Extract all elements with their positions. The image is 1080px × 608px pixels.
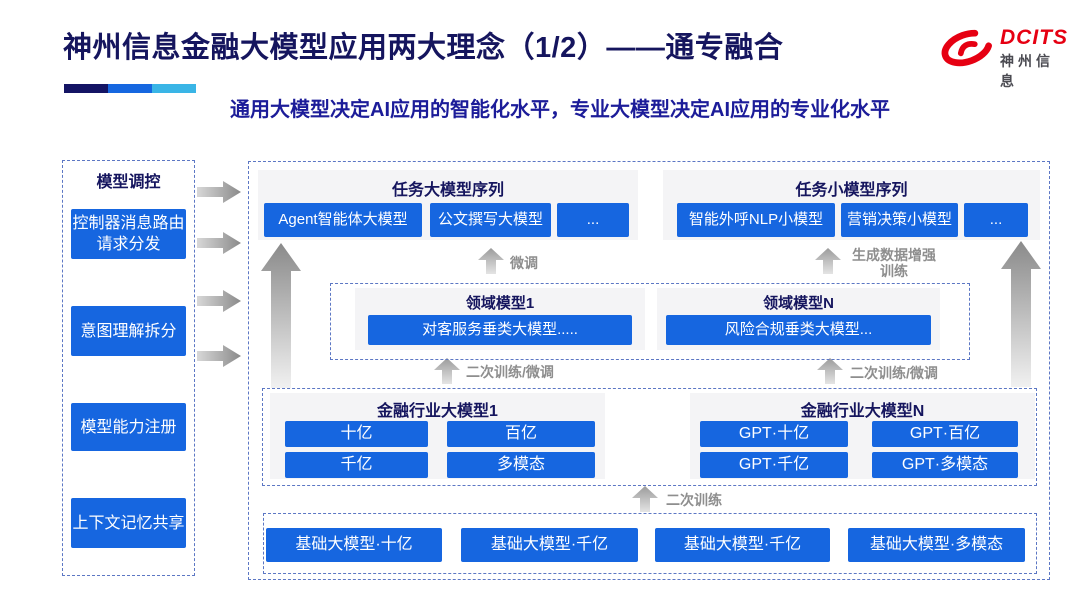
base-model-chip-1b: 基础大模型·十亿 (266, 528, 442, 562)
flow-arrow-right-icon (197, 290, 241, 312)
scale-chip-multimodal: 多模态 (447, 452, 595, 478)
group-title: 领域模型N (763, 295, 834, 312)
flow-arrow-up-icon (434, 358, 460, 384)
model-chip-more: ... (557, 203, 629, 237)
group-title: 金融行业大模型1 (377, 403, 498, 420)
base-models-frame (263, 513, 1037, 574)
flow-arrow-up-icon (478, 248, 504, 274)
group-title: 任务大模型序列 (391, 182, 504, 199)
model-chip-document-writing: 公文撰写大模型 (430, 203, 551, 237)
label-secondary-training-right: 二次训练/微调 (850, 365, 938, 381)
model-chip-customer-service: 对客服务垂类大模型..... (368, 315, 632, 345)
model-chip-agent: Agent智能体大模型 (264, 203, 422, 237)
domain-models-frame (330, 283, 970, 360)
sidebar-title: 模型调控 (96, 174, 161, 191)
dcits-logo: DCITS 神州信息 (938, 20, 1068, 89)
label-secondary-training-left: 二次训练/微调 (466, 364, 554, 380)
scale-chip-10b: 百亿 (447, 421, 595, 447)
model-chip-more: ... (964, 203, 1028, 237)
group-title: 领域模型1 (465, 295, 535, 312)
flow-arrow-right-icon (197, 181, 241, 203)
group-title: 金融行业大模型N (800, 403, 925, 420)
slide-subtitle: 通用大模型决定AI应用的智能化水平，专业大模型决定AI应用的专业化水平 (230, 99, 890, 121)
label-gen-data-training: 生成数据增强训练 (852, 247, 936, 280)
dcits-swirl-icon (941, 29, 993, 67)
model-chip-outbound-nlp: 智能外呼NLP小模型 (677, 203, 835, 237)
scale-chip-1b: 十亿 (285, 421, 428, 447)
industry-models-frame (262, 388, 1037, 486)
model-chip-risk-compliance: 风险合规垂类大模型... (666, 315, 931, 345)
flow-arrow-up-tall-icon (261, 243, 301, 388)
group-domain-model-n: 领域模型N 风险合规垂类大模型... (657, 288, 940, 350)
group-industry-model-1: 金融行业大模型1 十亿 百亿 千亿 多模态 (270, 393, 605, 479)
group-domain-model-1: 领域模型1 对客服务垂类大模型..... (355, 288, 645, 350)
label-secondary-training-bottom: 二次训练 (666, 492, 722, 508)
scale-chip-gpt-1b: GPT·十亿 (700, 421, 848, 447)
sidebar-item-register: 模型能力注册 (71, 403, 186, 451)
group-industry-model-n: 金融行业大模型N GPT·十亿 GPT·百亿 GPT·千亿 GPT·多模态 (690, 393, 1035, 479)
logo-brand-text: DCITS (1000, 26, 1068, 49)
flow-arrow-up-icon (632, 486, 658, 512)
scale-chip-gpt-10b: GPT·百亿 (872, 421, 1018, 447)
underline-segment (152, 84, 196, 93)
flow-arrow-up-icon (817, 358, 843, 384)
title-underline (64, 84, 196, 93)
scale-chip-gpt-multimodal: GPT·多模态 (872, 452, 1018, 478)
base-model-chip-multimodal: 基础大模型·多模态 (848, 528, 1025, 562)
main-frame (248, 161, 1050, 580)
base-model-chip-100b: 基础大模型·千亿 (461, 528, 638, 562)
page-title: 神州信息金融大模型应用两大理念（1/2）——通专融合 (63, 32, 784, 64)
sidebar-model-control: 模型调控 控制器消息路由请求分发 意图理解拆分 模型能力注册 上下文记忆共享 (62, 160, 195, 576)
sidebar-item-context: 上下文记忆共享 (71, 498, 186, 548)
sidebar-item-intent: 意图理解拆分 (71, 306, 186, 356)
base-model-chip-100b-2: 基础大模型·千亿 (655, 528, 830, 562)
flow-arrow-right-icon (197, 345, 241, 367)
flow-arrow-up-icon (815, 248, 841, 274)
logo-brand-cn: 神州信息 (1000, 53, 1054, 89)
flow-arrow-up-tall-icon (1001, 241, 1041, 387)
underline-segment (64, 84, 108, 93)
sidebar-item-router: 控制器消息路由请求分发 (71, 209, 186, 259)
scale-chip-gpt-100b: GPT·千亿 (700, 452, 848, 478)
model-chip-marketing: 营销决策小模型 (841, 203, 958, 237)
group-title: 任务小模型序列 (795, 182, 908, 199)
underline-segment (108, 84, 152, 93)
flow-arrow-right-icon (197, 232, 241, 254)
scale-chip-100b: 千亿 (285, 452, 428, 478)
label-finetune: 微调 (510, 255, 538, 271)
